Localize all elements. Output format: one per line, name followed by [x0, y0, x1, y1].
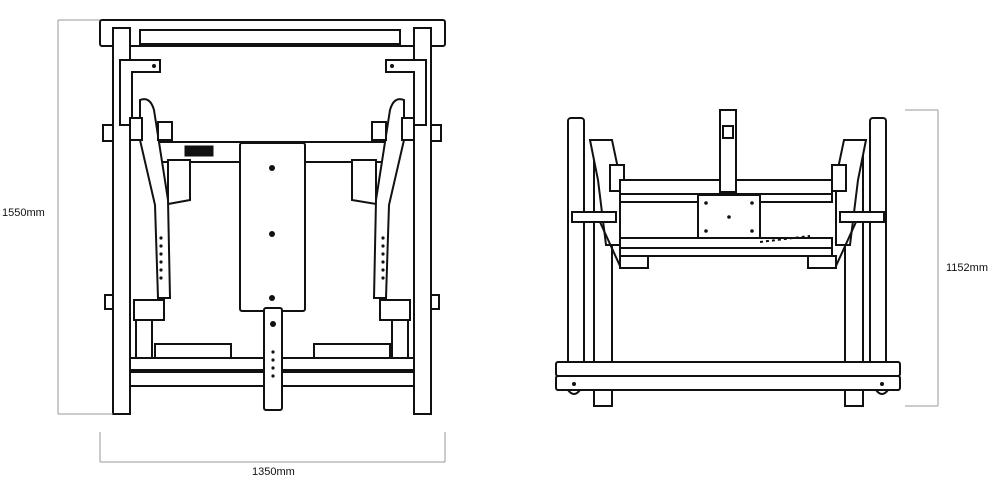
- front-view: [57, 19, 446, 463]
- front-left-lower-mount: [133, 299, 165, 321]
- front-left-bracket: [119, 59, 161, 126]
- front-left-pedal-arm: [139, 98, 172, 299]
- front-left-hub-b: [157, 121, 173, 141]
- side-left-brace: [599, 221, 621, 267]
- front-right-hub: [401, 117, 415, 141]
- side-center-column: [719, 109, 737, 193]
- front-left-arm-holes: [159, 236, 163, 280]
- front-left-clamp: [102, 124, 114, 142]
- front-right-lower-post: [391, 319, 409, 361]
- side-middle-rail: [619, 237, 833, 249]
- front-shaft-block: [184, 145, 214, 157]
- front-right-clamp: [430, 124, 442, 142]
- side-right-brace: [835, 221, 857, 267]
- side-view: [555, 109, 939, 407]
- side-right-cross-arm: [839, 211, 885, 223]
- front-left-side-plate: [167, 159, 191, 206]
- side-base-rail: [555, 375, 901, 391]
- side-center-column-slot: [722, 125, 734, 139]
- front-top-bar-inner: [139, 29, 401, 45]
- front-right-lower-mount: [379, 299, 411, 321]
- front-right-arm-holes: [381, 236, 385, 280]
- side-left-foot-bracket: [619, 255, 649, 269]
- front-right-hub-b: [371, 121, 387, 141]
- side-left-post: [567, 117, 585, 367]
- front-right-side-plate: [351, 159, 377, 206]
- side-base-rail-top: [555, 361, 901, 377]
- side-right-post: [869, 117, 887, 367]
- front-width-label: 1350mm: [252, 466, 295, 478]
- side-middle-rail-lower: [619, 247, 833, 257]
- front-right-clamp-low: [430, 294, 440, 310]
- front-right-pedal-arm: [372, 98, 405, 299]
- front-left-lower-post: [135, 319, 153, 361]
- side-right-hub: [831, 164, 847, 192]
- side-right-foot: [875, 389, 889, 395]
- side-right-foot-bracket: [807, 255, 837, 269]
- side-height-label: 1152mm: [946, 262, 988, 274]
- front-left-clamp-low: [104, 294, 114, 310]
- front-right-foot-plate: [313, 343, 391, 359]
- front-height-label: 1550mm: [2, 207, 45, 219]
- side-left-cross-arm: [571, 211, 617, 223]
- front-left-foot-plate: [154, 343, 232, 359]
- front-left-hub: [129, 117, 143, 141]
- side-left-foot: [567, 389, 581, 395]
